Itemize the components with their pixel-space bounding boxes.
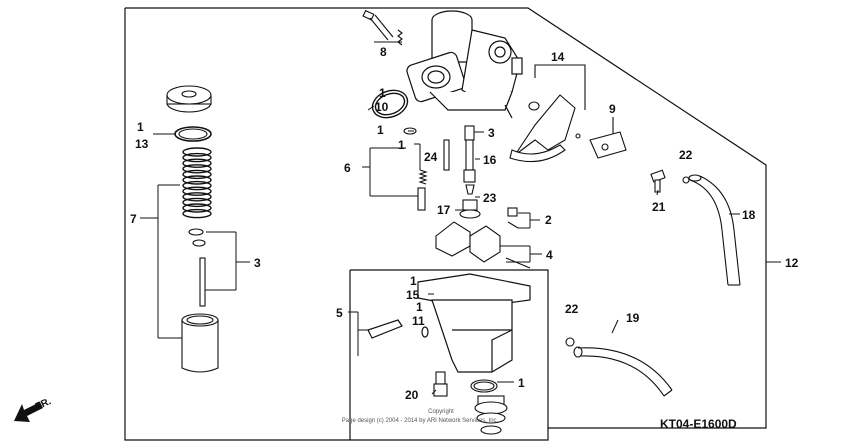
callout-1: 1 [410,274,417,288]
callout-13: 13 [135,137,149,151]
spring-coil-turn [182,186,212,196]
callout-14: 14 [551,50,565,64]
callout-17: 17 [437,203,451,217]
callout-labels: 8 1 10 14 9 1 13 1 1 3 6 24 16 22 21 18 … [130,45,799,402]
spring-coil-turn [182,158,212,168]
callout-8: 8 [380,45,387,59]
callout-1: 1 [518,376,525,390]
callout-1: 1 [137,120,144,134]
leader-lines [140,105,781,395]
carburetor-body [406,10,523,119]
throttle-slide-assembly [166,85,212,142]
drain-parts [433,371,508,435]
copyright-notice: Page design (c) 2004 - 2014 by ARI Netwo… [342,418,499,424]
callout-11: 11 [412,314,425,328]
hoses [565,174,741,397]
callout-23: 23 [483,191,497,205]
bolt-part-21 [650,169,666,193]
front-direction-arrow-icon: FR. [14,396,53,422]
float-parts [435,207,531,269]
callout-3: 3 [488,126,495,140]
callout-10: 10 [375,100,389,114]
direction-label: FR. [34,396,53,413]
spring-coil-turn [182,180,212,191]
spring-coil [182,147,212,219]
callout-7: 7 [130,212,137,226]
callout-24: 24 [424,150,438,164]
callout-6: 6 [344,161,351,175]
copyright-title: Copyright [428,409,454,415]
spring-coil-turn [182,203,212,213]
callout-22: 22 [565,302,579,316]
float-bowl [367,273,531,373]
choke-lever-part-14 [509,64,586,163]
callout-22: 22 [679,148,693,162]
callout-15: 15 [406,288,420,302]
spring-coil-turn [182,152,212,163]
spring-coil-turn [182,169,212,180]
spring-coil-turn [182,147,212,157]
callout-1: 1 [377,123,384,137]
diagram-part-code: KT04-E1600D [660,417,737,431]
bracket-part-9 [589,117,627,159]
callout-1: 1 [416,300,423,314]
callout-16: 16 [483,153,497,167]
callout-2: 2 [545,213,552,227]
callout-3: 3 [254,256,261,270]
callout-4: 4 [546,248,553,262]
callout-9: 9 [609,102,616,116]
o-ring-part-10 [371,89,409,119]
idle-screw-part-8 [362,9,403,46]
slide-needle-parts [181,228,219,373]
assembly-frame [124,7,767,441]
jet-needle-assembly [403,125,481,219]
callout-5: 5 [336,306,343,320]
callout-18: 18 [742,208,756,222]
callout-21: 21 [652,200,666,214]
callout-12: 12 [785,256,799,270]
spring-coil-turn [182,197,212,208]
callout-1: 1 [379,86,386,100]
spring-coil-turn [182,175,212,185]
spring-coil-turn [182,208,212,219]
callout-1: 1 [398,138,405,152]
spring-coil-turn [182,192,212,202]
spring-coil-turn [182,164,212,174]
callout-19: 19 [626,311,640,325]
callout-20: 20 [405,388,419,402]
